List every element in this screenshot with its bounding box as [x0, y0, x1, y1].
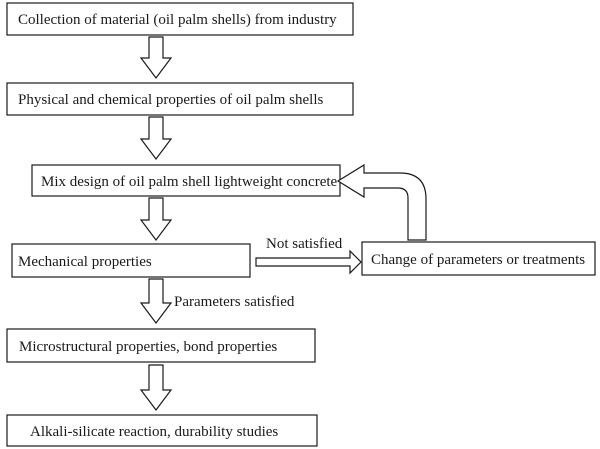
arrow-down-2 — [139, 116, 173, 160]
node-mechanical-label: Mechanical properties — [18, 254, 152, 270]
node-alkali-label: Alkali-silicate reaction, durability stu… — [30, 424, 278, 440]
node-properties-label: Physical and chemical properties of oil … — [18, 92, 324, 108]
node-mix-design: Mix design of oil palm shell lightweight… — [31, 164, 341, 197]
node-properties: Physical and chemical properties of oil … — [6, 82, 354, 116]
node-microstructural: Microstructural properties, bond propert… — [6, 328, 316, 363]
arrow-down-5 — [139, 364, 173, 411]
node-collection-label: Collection of material (oil palm shells)… — [18, 12, 337, 28]
node-change: Change of parameters or treatments — [361, 241, 596, 276]
arrow-right-not-satisfied — [255, 249, 362, 275]
arrow-down-4 — [139, 278, 173, 324]
edge-label-parameters-satisfied: Parameters satisfied — [174, 294, 295, 310]
arrow-down-3 — [139, 197, 173, 241]
node-alkali: Alkali-silicate reaction, durability stu… — [6, 414, 318, 447]
arrow-down-1 — [139, 36, 173, 79]
node-change-label: Change of parameters or treatments — [371, 252, 585, 268]
node-microstructural-label: Microstructural properties, bond propert… — [19, 339, 277, 355]
node-mechanical: Mechanical properties — [11, 243, 251, 278]
arrow-return-to-mix-design — [336, 163, 427, 241]
node-mix-design-label: Mix design of oil palm shell lightweight… — [41, 174, 338, 190]
edge-label-not-satisfied: Not satisfied — [266, 236, 343, 252]
node-collection: Collection of material (oil palm shells)… — [6, 2, 354, 36]
